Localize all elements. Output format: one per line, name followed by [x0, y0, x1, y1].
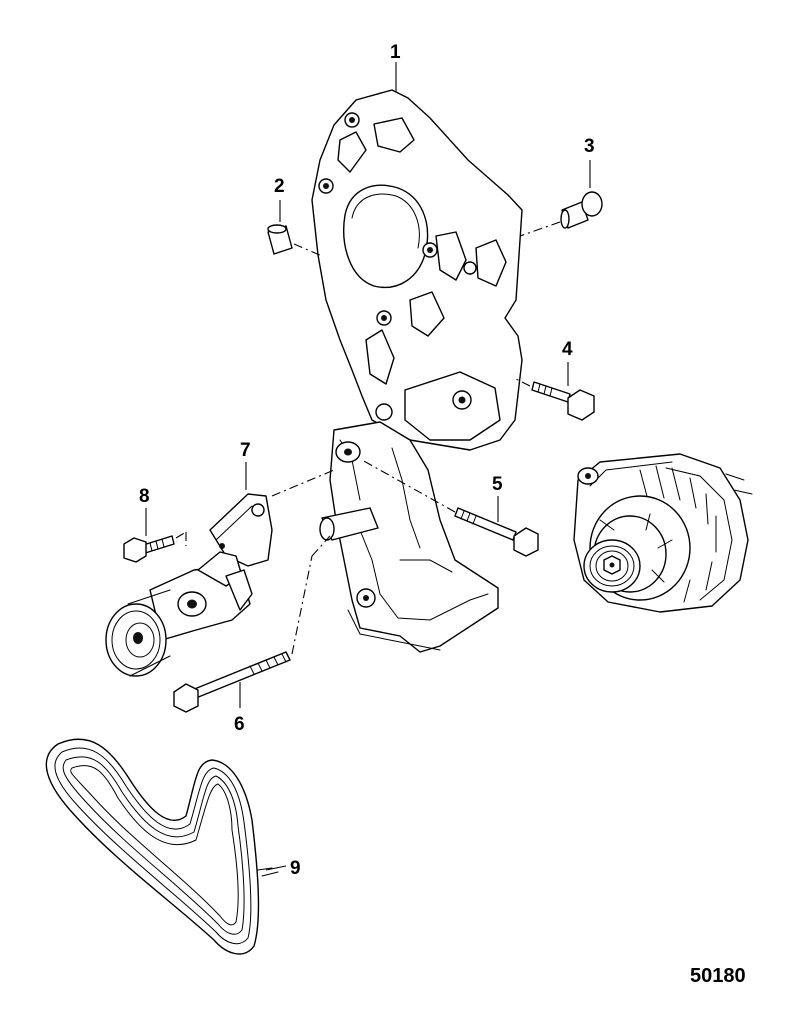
callout-3: 3 — [584, 136, 595, 157]
callout-7: 7 — [240, 440, 251, 461]
part-9-serpentine-belt — [45, 738, 287, 955]
callout-6: 6 — [234, 714, 245, 735]
part-7-belt-tensioner — [105, 462, 335, 677]
callout-8: 8 — [139, 486, 150, 507]
part-4-flange-bolt — [513, 362, 595, 421]
callout-9: 9 — [290, 858, 301, 879]
part-1-mounting-bracket — [311, 89, 523, 451]
callout-1: 1 — [390, 42, 401, 63]
illustration-reference-number: 50180 — [690, 965, 746, 987]
callout-5: 5 — [492, 474, 503, 495]
part-1-alternator-bracket-base — [319, 421, 499, 653]
part-6-long-bolt — [173, 535, 331, 713]
part-5-long-flange-bolt — [361, 459, 539, 557]
alternator — [573, 453, 753, 613]
part-3-shoulder-screw — [519, 160, 603, 237]
part-2-dowel-pin — [267, 200, 323, 257]
part-8-small-bolt — [123, 508, 187, 563]
callout-4: 4 — [562, 339, 573, 360]
callout-2: 2 — [274, 176, 285, 197]
